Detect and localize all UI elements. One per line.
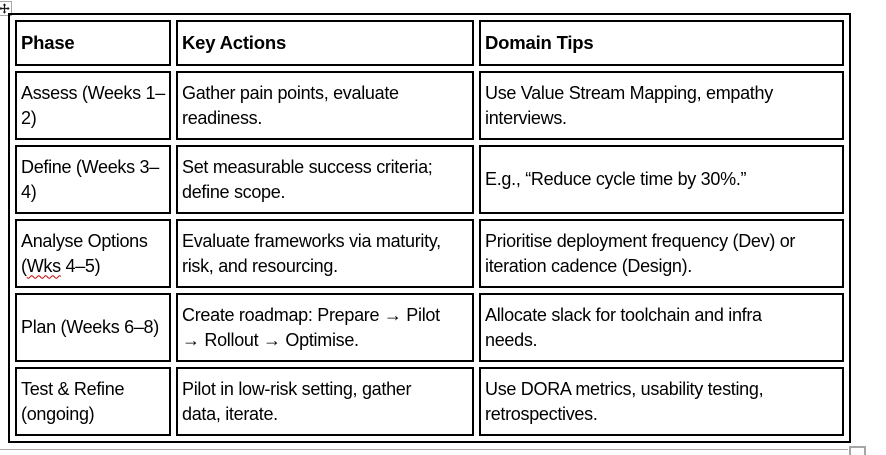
table-resize-handle[interactable] — [849, 446, 866, 455]
header-cell-domain-tips[interactable]: Domain Tips — [479, 20, 844, 66]
cell-key-actions[interactable]: Gather pain points, evaluate readiness. — [176, 71, 474, 140]
table-move-handle[interactable] — [0, 1, 12, 16]
phase-text: Analyse Options ( — [21, 230, 148, 276]
cell-phase[interactable]: Analyse Options (Wks 4–5) — [15, 219, 171, 288]
table-row-test-refine: Test & Refine (ongoing) Pilot in low-ris… — [15, 367, 844, 436]
cell-domain-tips[interactable]: E.g., “Reduce cycle time by 30%.” — [479, 145, 844, 214]
cell-key-actions[interactable]: Pilot in low-risk setting, gather data, … — [176, 367, 474, 436]
cell-domain-tips[interactable]: Use Value Stream Mapping, empathy interv… — [479, 71, 844, 140]
cell-key-actions[interactable]: Set measurable success criteria; define … — [176, 145, 474, 214]
misspelled-word: Wks — [26, 255, 61, 276]
cell-domain-tips[interactable]: Prioritise deployment frequency (Dev) or… — [479, 219, 844, 288]
table-row-plan: Plan (Weeks 6–8) Create roadmap: Prepare… — [15, 293, 844, 362]
cell-key-actions[interactable]: Evaluate frameworks via maturity, risk, … — [176, 219, 474, 288]
phases-table: Phase Key Actions Domain Tips Assess (We… — [8, 13, 851, 443]
cell-phase[interactable]: Plan (Weeks 6–8) — [15, 293, 171, 362]
cell-domain-tips[interactable]: Allocate slack for toolchain and infra n… — [479, 293, 844, 362]
cell-key-actions[interactable]: Create roadmap: Prepare → Pilot → Rollou… — [176, 293, 474, 362]
table-row-define: Define (Weeks 3– 4) Set measurable succe… — [15, 145, 844, 214]
cell-phase[interactable]: Define (Weeks 3– 4) — [15, 145, 171, 214]
header-cell-key-actions[interactable]: Key Actions — [176, 20, 474, 66]
cell-phase[interactable]: Test & Refine (ongoing) — [15, 367, 171, 436]
page-margin-line — [0, 449, 848, 450]
cell-domain-tips[interactable]: Use DORA metrics, usability testing, ret… — [479, 367, 844, 436]
table-row-analyse-options: Analyse Options (Wks 4–5) Evaluate frame… — [15, 219, 844, 288]
phase-text: 4–5) — [60, 255, 101, 276]
cell-phase[interactable]: Assess (Weeks 1– 2) — [15, 71, 171, 140]
move-arrows-icon — [0, 3, 10, 14]
table-row-assess: Assess (Weeks 1– 2) Gather pain points, … — [15, 71, 844, 140]
header-cell-phase[interactable]: Phase — [15, 20, 171, 66]
table-header-row: Phase Key Actions Domain Tips — [15, 20, 844, 66]
